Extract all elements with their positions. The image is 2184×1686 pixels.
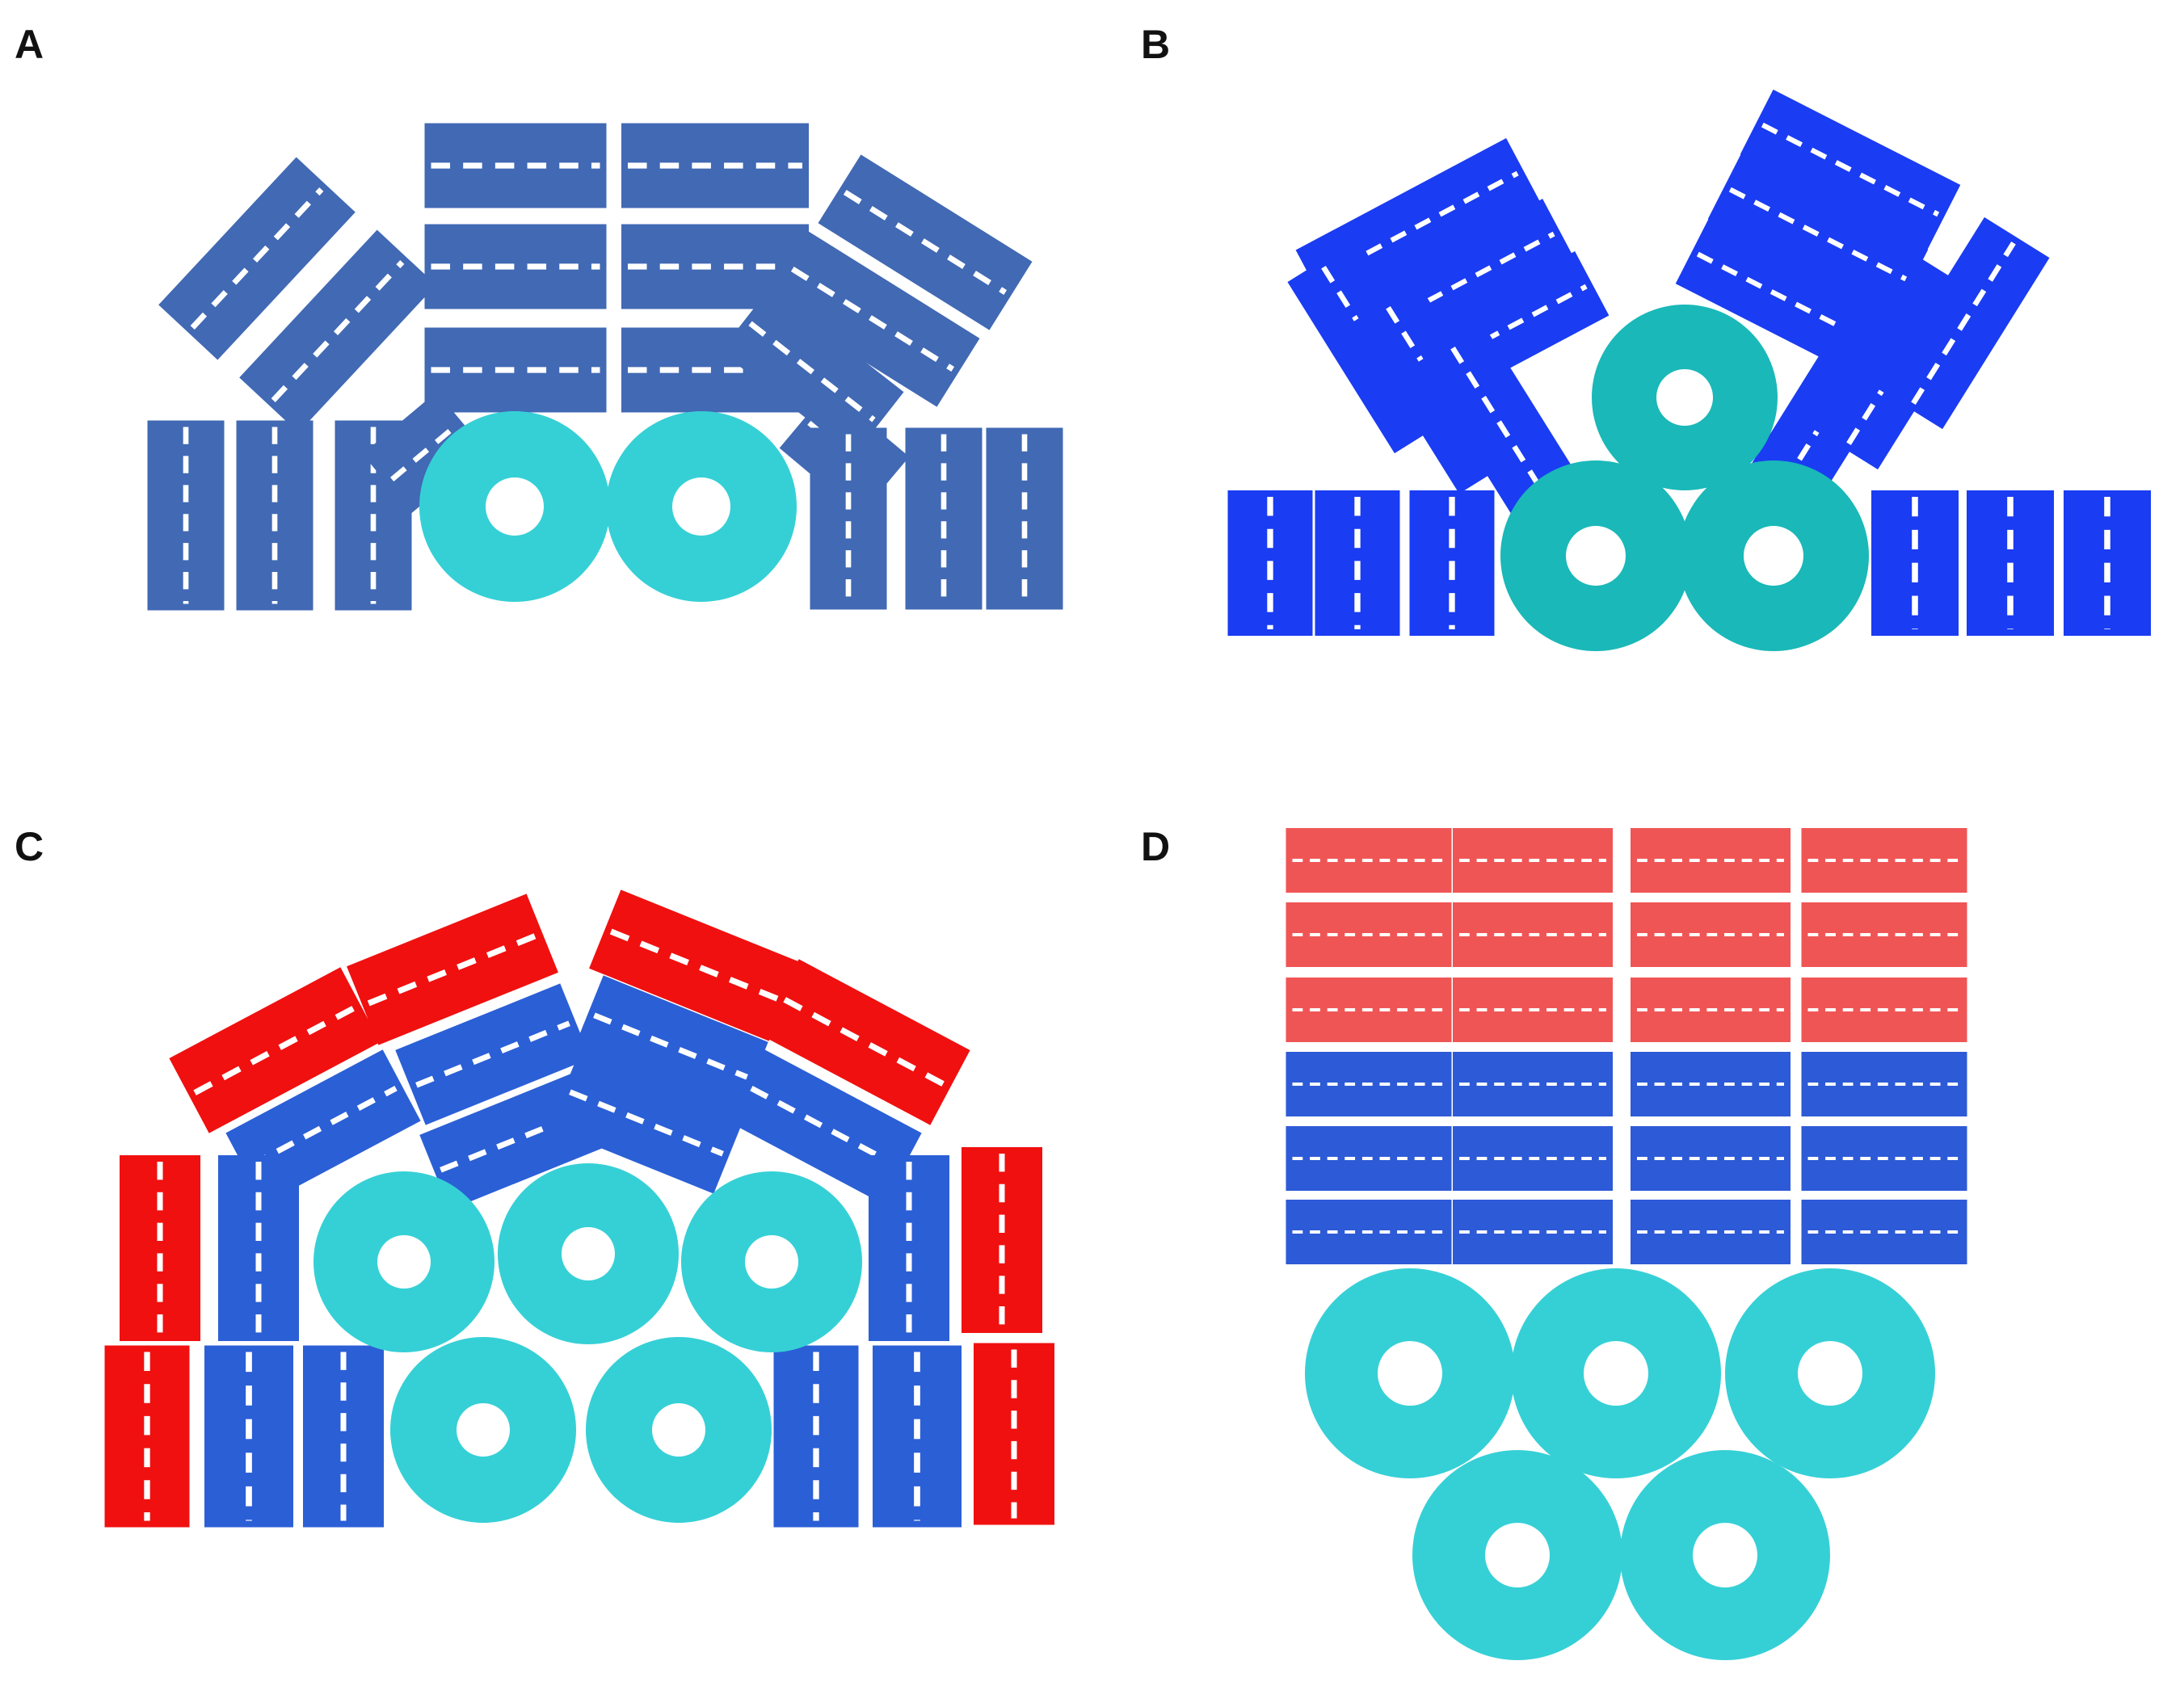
lipid-bar — [362, 392, 486, 513]
lipid-bar — [303, 1345, 384, 1528]
ring — [681, 1171, 862, 1352]
lipid-bar — [218, 1155, 299, 1341]
ring — [390, 1337, 576, 1523]
lipid-bar — [773, 1345, 859, 1528]
lipid-bar — [1631, 828, 1791, 893]
ring — [314, 1171, 494, 1352]
lipid-bar — [1286, 828, 1452, 893]
lipid-bar — [1740, 89, 1961, 250]
panel-a-diagram — [147, 123, 1063, 611]
ring — [1305, 1268, 1515, 1478]
lipid-bar — [120, 1155, 200, 1341]
lipid-bar — [1631, 978, 1791, 1042]
lipid-bar — [1453, 902, 1613, 967]
ring — [606, 411, 797, 602]
lipid-bar — [974, 1343, 1054, 1525]
lipid-bar — [347, 893, 558, 1045]
lipid-bar — [1409, 490, 1495, 636]
lipid-bar — [2064, 490, 2151, 636]
lipid-bar — [1453, 978, 1613, 1042]
lipid-bar — [1453, 1126, 1613, 1191]
lipid-bar — [1286, 1052, 1452, 1116]
lipid-bar — [1801, 1052, 1967, 1116]
lipid-bar — [1631, 1200, 1791, 1264]
lipid-bar — [549, 1052, 744, 1194]
lipid-bar — [204, 1345, 293, 1528]
ring — [1620, 1450, 1830, 1660]
lipid-bar — [1286, 1200, 1452, 1264]
lipid-bar — [1871, 490, 1959, 636]
lipid-bar — [1631, 1126, 1791, 1191]
lipid-bar — [1453, 828, 1613, 893]
ring — [419, 411, 610, 602]
ring — [1511, 1268, 1721, 1478]
lipid-bar — [1453, 1052, 1613, 1116]
lipid-bar — [873, 1345, 962, 1528]
panel-label-b: B — [1141, 22, 1170, 67]
lipid-bar — [1631, 1052, 1791, 1116]
panel-label-d: D — [1141, 824, 1170, 869]
lipid-bar — [986, 427, 1063, 610]
lipid-bar — [236, 420, 314, 611]
lipid-bar — [905, 427, 983, 610]
panel-label-a: A — [15, 22, 44, 67]
lipid-bar — [589, 889, 801, 1041]
ring — [586, 1337, 772, 1523]
lipid-bar — [104, 1345, 190, 1528]
panel-label-c: C — [15, 824, 44, 869]
lipid-bar — [1801, 828, 1967, 893]
lipid-bar — [424, 224, 607, 309]
lipid-bar — [765, 231, 980, 407]
lipid-bar — [869, 1155, 949, 1341]
ring — [1592, 305, 1778, 490]
lipid-bar — [1631, 902, 1791, 967]
lipid-bar — [395, 983, 591, 1125]
ring — [1678, 460, 1869, 651]
ring — [1500, 460, 1691, 651]
ring — [1412, 1450, 1622, 1660]
lipid-bar — [1286, 1126, 1452, 1191]
lipid-bar — [1801, 978, 1967, 1042]
lipid-bar — [810, 427, 887, 610]
lipid-bar — [169, 967, 381, 1133]
panel-d-diagram — [1286, 828, 1967, 1660]
ring — [498, 1163, 679, 1344]
lipid-bar — [962, 1147, 1042, 1333]
lipid-bar — [1286, 902, 1452, 967]
lipid-bar — [759, 959, 970, 1125]
lipid-bar — [1801, 1126, 1967, 1191]
lipid-bar — [818, 154, 1033, 330]
lipid-bar — [1967, 490, 2054, 636]
lipid-bar — [1801, 902, 1967, 967]
lipid-bar — [424, 327, 607, 413]
lipid-bar — [1707, 153, 1929, 315]
lipid-bar — [1801, 1200, 1967, 1264]
lipid-bar — [147, 420, 225, 611]
lipid-bar — [720, 287, 904, 456]
lipid-bar — [621, 123, 809, 208]
panel-c-diagram — [104, 889, 1054, 1528]
lipid-bar — [1453, 1200, 1613, 1264]
panel-b-diagram — [1227, 89, 2151, 651]
lipid-bar — [239, 229, 436, 433]
lipid-bar — [158, 157, 356, 360]
lipid-bar — [573, 975, 768, 1117]
lipid-bar — [1286, 978, 1452, 1042]
lipid-bar — [1315, 490, 1400, 636]
lipid-bar — [1877, 217, 2050, 430]
lipid-bar — [424, 123, 607, 208]
ring — [1725, 1268, 1935, 1478]
lipid-bar — [1227, 490, 1313, 636]
